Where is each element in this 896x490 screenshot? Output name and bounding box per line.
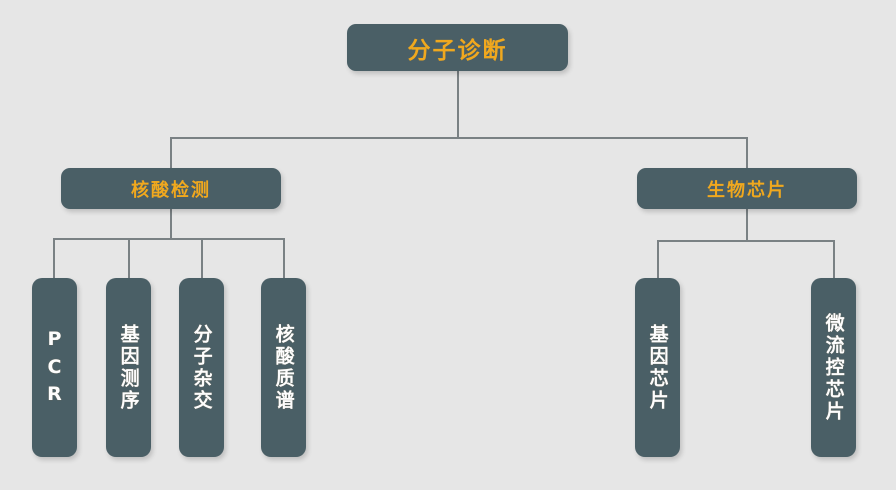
node-root-molecular-diagnostics[interactable]: 分子诊断 [347, 24, 568, 71]
connector-to-leaf-gene-sequencing [128, 238, 130, 280]
node-leaf-pcr-char-0: P [47, 328, 62, 351]
node-leaf-molecular-hybridization-label: 分子杂交 [190, 323, 213, 412]
connector-to-leaf-microfluidic-chip [833, 240, 835, 280]
node-leaf-molecular-hybridization[interactable]: 分子杂交 [179, 278, 224, 457]
connector-biochip-stem [746, 209, 748, 241]
connector-to-branch-biochip [746, 137, 748, 169]
node-leaf-pcr[interactable]: P C R [32, 278, 77, 457]
node-branch-biochip[interactable]: 生物芯片 [637, 168, 857, 209]
connector-biochip-bus [657, 240, 835, 242]
node-leaf-gene-sequencing-label: 基因测序 [117, 323, 140, 412]
node-leaf-gene-sequencing[interactable]: 基因测序 [106, 278, 151, 457]
connector-root-stem [457, 71, 459, 138]
connector-to-leaf-molecular-hybridization [201, 238, 203, 280]
node-leaf-microfluidic-chip-label: 微流控芯片 [822, 312, 845, 423]
connector-to-leaf-nucleic-mass-spec [283, 238, 285, 280]
node-leaf-nucleic-mass-spectrometry-label: 核酸质谱 [272, 323, 295, 412]
connector-nucleic-bus [53, 238, 284, 240]
node-branch-nucleic-detection-label: 核酸检测 [131, 179, 211, 201]
node-root-label: 分子诊断 [407, 37, 508, 64]
node-leaf-gene-chip[interactable]: 基因芯片 [635, 278, 680, 457]
node-branch-nucleic-detection[interactable]: 核酸检测 [61, 168, 281, 209]
connector-to-branch-nucleic [170, 137, 172, 169]
node-leaf-gene-chip-label: 基因芯片 [646, 323, 669, 412]
connector-level2-bus [170, 137, 748, 139]
connector-nucleic-stem [170, 209, 172, 239]
node-leaf-pcr-char-2: R [47, 383, 62, 406]
connector-to-leaf-pcr [53, 238, 55, 280]
connector-to-leaf-gene-chip [657, 240, 659, 280]
node-leaf-pcr-char-1: C [47, 355, 62, 378]
node-branch-biochip-label: 生物芯片 [707, 179, 787, 201]
node-leaf-nucleic-mass-spectrometry[interactable]: 核酸质谱 [261, 278, 306, 457]
node-leaf-pcr-label: P C R [47, 326, 62, 409]
node-leaf-microfluidic-chip[interactable]: 微流控芯片 [811, 278, 856, 457]
